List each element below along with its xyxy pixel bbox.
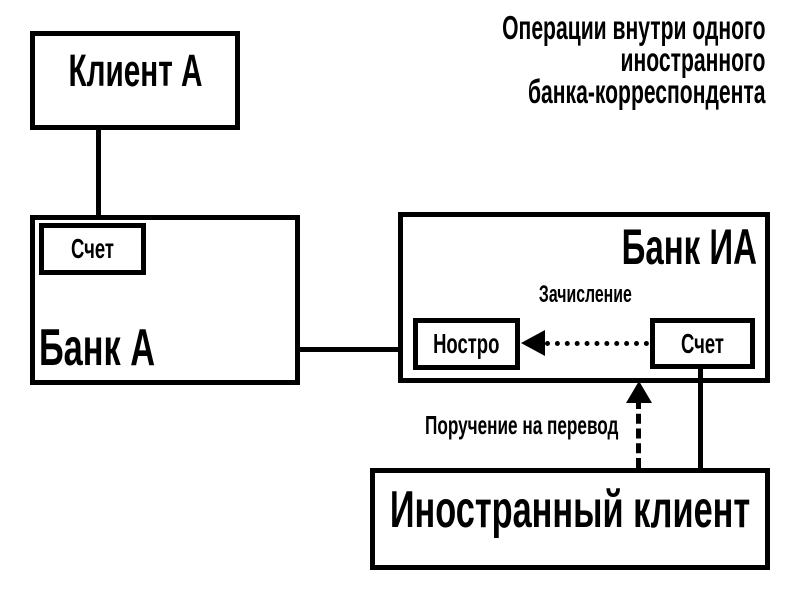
connector-account-ia-to-foreign-client — [698, 369, 703, 468]
box-nostro: Ностро — [413, 318, 520, 370]
connector-bank-a-to-nostro — [300, 347, 413, 352]
box-bank-ia: Банк ИА Зачисление Ностро Счет — [398, 212, 770, 383]
diagram-title-line-2: иностранного — [620, 41, 765, 78]
label-account-bank-a: Счет — [71, 233, 114, 264]
label-crediting: Зачисление — [539, 281, 632, 308]
box-account-bank-a: Счет — [39, 223, 146, 275]
diagram-title: Операции внутри одного иностранного банк… — [501, 9, 765, 110]
label-foreign-client: Иностранный клиент — [389, 481, 751, 539]
label-nostro: Ностро — [433, 328, 500, 359]
box-bank-a: Счет Банк А — [30, 215, 300, 385]
arrowhead-up-icon — [626, 381, 652, 403]
box-foreign-client: Иностранный клиент — [370, 468, 770, 570]
label-transfer-order: Поручение на перевод — [425, 410, 619, 440]
arrowhead-left-icon — [521, 330, 545, 356]
arrow-transfer-order-dashed-line — [636, 399, 641, 468]
arrow-crediting-dotted-line — [545, 341, 649, 346]
box-client-a: Клиент А — [30, 31, 240, 130]
diagram-title-line-3: банка-корреспондента — [527, 73, 765, 110]
label-client-a: Клиент А — [68, 44, 202, 96]
connector-client-a-to-account — [96, 130, 101, 223]
diagram-title-line-1: Операции внутри одного — [501, 9, 765, 46]
label-bank-ia: Банк ИА — [621, 219, 757, 275]
label-bank-a: Банк А — [39, 319, 155, 377]
label-account-bank-ia: Счет — [681, 327, 724, 359]
box-account-bank-ia: Счет — [650, 318, 755, 369]
